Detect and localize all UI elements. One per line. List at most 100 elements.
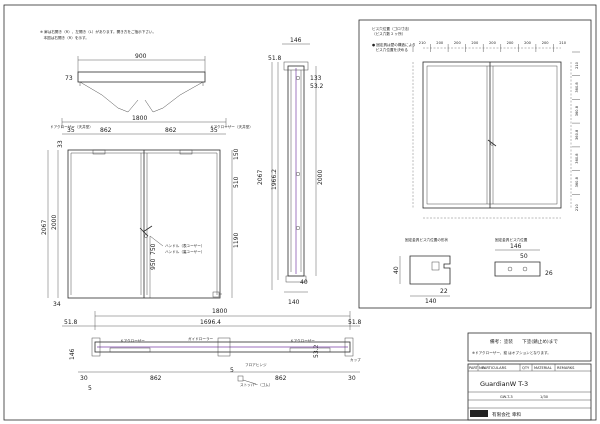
detail2-label: 固定金具ビス穴位置 xyxy=(495,237,528,242)
note-line-2: 本図は右開き（R）を示す。 xyxy=(40,35,89,40)
front-handle-off: 750 xyxy=(150,243,157,255)
section-bottom-140: 140 xyxy=(288,299,300,306)
grid-top-dim: 210 xyxy=(559,41,567,45)
plan-left: 51.8 xyxy=(64,319,78,326)
tb-col5: REMARKS xyxy=(557,366,575,370)
front-h-upper: 510 xyxy=(233,176,240,188)
grid-side-dim: 360.8 xyxy=(575,82,579,93)
sheet-border xyxy=(3,4,597,421)
detail2-a: 146 xyxy=(510,243,522,250)
remarks-box: 備考：塗装 下塗(錆止め)まで ※ドアクローザー、錠 はオプションとなります。 xyxy=(467,332,592,362)
plan-middle: 1696.4 xyxy=(200,319,221,326)
front-height-total: 2067 xyxy=(41,220,48,235)
tb-col2: PARTICULARS xyxy=(482,366,507,370)
front-right-margin: 35 xyxy=(210,127,218,134)
top-view: 900 73 xyxy=(65,53,206,113)
plan-total: 1800 xyxy=(212,308,227,315)
plan-leaf-l: 862 xyxy=(150,375,162,382)
plan-label-3: ガイドローラー xyxy=(188,336,214,341)
handle-label: ハンドル（表ユーザー） xyxy=(165,243,204,248)
front-handle-h: 950 xyxy=(150,258,157,270)
front-h-lower: 1190 xyxy=(233,233,240,248)
grid-side-dim: 360.8 xyxy=(575,176,579,187)
grid-top-dim: 210 xyxy=(419,41,427,45)
grid-side-dim: 210 xyxy=(575,204,579,212)
detail2-b: 50 xyxy=(520,253,528,260)
section-view: 146 51.8 133 53.2 1966.2 2067 2000 140 4… xyxy=(257,37,324,306)
plan-label-2: ドアクローザー xyxy=(290,338,315,343)
grid-top-dim: 200 xyxy=(524,41,532,45)
legend-4: ビス穴位置を決める xyxy=(372,47,408,52)
grid-top-dims: 210 200 200 200 200 200 200 200 210 xyxy=(412,41,567,52)
detail1-c: 140 xyxy=(425,298,437,305)
tb-col1: PART NO. xyxy=(469,366,485,370)
grid-top-dim: 200 xyxy=(542,41,550,45)
plan-label-1: ドアクローザー xyxy=(120,338,145,343)
section-dim-53: 53.2 xyxy=(310,83,324,90)
grid-side-dim: 210 xyxy=(575,61,579,69)
grid-top-dim: 200 xyxy=(489,41,497,45)
front-top-gap: 33 xyxy=(57,140,64,148)
plan-right: 51.8 xyxy=(348,319,362,326)
plan-gap-5: 5 xyxy=(88,385,92,392)
detail1-a: 40 xyxy=(393,266,400,274)
plan-dim-b: 53.2 xyxy=(313,344,320,358)
plan-gap-5b: 5 xyxy=(230,367,234,374)
closer-label-right: ドアクローザー（天井型） xyxy=(210,124,253,129)
section-dim-2067: 2067 xyxy=(257,170,264,185)
remark-line-1: 備考：塗装 下塗(錆止め)まで xyxy=(490,338,558,345)
section-top-width: 146 xyxy=(290,37,302,44)
front-height-inner: 2000 xyxy=(51,215,58,230)
legend-1: ビス穴位置（ゴロ寸法） xyxy=(372,26,412,31)
front-bottom: 34 xyxy=(53,301,61,308)
front-left-margin: 35 xyxy=(67,127,75,134)
grid-side-dim: 360.8 xyxy=(575,105,579,116)
tb-col4: MATERIAL xyxy=(534,366,552,370)
remark-line-2: ※ドアクローザー、錠 はオプションとなります。 xyxy=(472,350,551,355)
section-dim-1966: 1966.2 xyxy=(271,169,278,190)
note-line-1: ※ 扉は右開き（R）、左開き（L）があります。開き方をご指示下さい。 xyxy=(40,29,156,34)
plan-label-6: ストッパー（ゴム） xyxy=(240,382,272,387)
detail1-label: 固定金具ビス穴位置の形状 xyxy=(405,237,449,242)
front-elevation: 1800 35 862 862 35 ドアクローザー（天井型） ドアクローザー（… xyxy=(41,115,253,308)
right-panel-frame xyxy=(358,19,592,309)
detail1-b: 22 xyxy=(440,288,448,295)
tb-dwg-no: GW-T-3 xyxy=(500,395,513,399)
grid-top-dim: 200 xyxy=(436,41,444,45)
section-top-a: 51.8 xyxy=(268,55,282,62)
top-view-depth: 73 xyxy=(65,75,73,82)
plan-left-30: 30 xyxy=(80,375,88,382)
grid-side-dims: 210 360.8 360.8 360.8 360.8 360.8 210 xyxy=(572,51,580,212)
bottom-plan: 1800 51.8 1696.4 51.8 146 53.2 ドアクローザー ド… xyxy=(62,308,362,392)
grid-top-dim: 200 xyxy=(471,41,479,45)
tb-scale: 1/30 xyxy=(540,395,549,399)
plan-leaf-r: 862 xyxy=(275,375,287,382)
grid-side-dim: 360.8 xyxy=(575,153,579,164)
tb-company: 有限会社 幸和 xyxy=(492,411,521,418)
section-bottom-40: 40 xyxy=(300,279,308,286)
section-dim-2000: 2000 xyxy=(317,170,324,185)
grid-top-dim: 200 xyxy=(507,41,515,45)
plan-label-5: カップ xyxy=(350,357,361,362)
tb-product: GuardianW T-3 xyxy=(480,380,528,388)
plan-label-4: フロアヒンジ xyxy=(245,362,267,367)
front-leaf-left: 862 xyxy=(100,127,112,134)
plan-right-30: 30 xyxy=(348,375,356,382)
grid-top-dim: 200 xyxy=(454,41,462,45)
legend-3: ● 固定具は壁の構造により xyxy=(372,42,416,47)
front-leaf-right: 862 xyxy=(165,127,177,134)
handle-label-2: ハンドル（裏ユーザー） xyxy=(165,249,204,254)
company-logo xyxy=(470,410,488,417)
detail2-c: 26 xyxy=(545,270,553,277)
right-panel: ビス穴位置（ゴロ寸法） （ビス穴数 2 ヶ所） ● 固定具は壁の構造により ビス… xyxy=(358,19,592,309)
grid-side-dim: 360.8 xyxy=(575,129,579,140)
closer-label-left: ドアクローザー（天井型） xyxy=(50,124,93,129)
tb-col3: QTY xyxy=(522,366,530,370)
top-view-width: 900 xyxy=(135,53,147,60)
plan-dim-a: 146 xyxy=(69,348,76,360)
front-total-width: 1800 xyxy=(132,115,147,122)
front-top-gap-right: 150 xyxy=(233,148,240,160)
legend-2: （ビス穴数 2 ヶ所） xyxy=(372,31,405,36)
title-block: PART NO. PARTICULARS QTY MATERIAL REMARK… xyxy=(467,363,592,421)
